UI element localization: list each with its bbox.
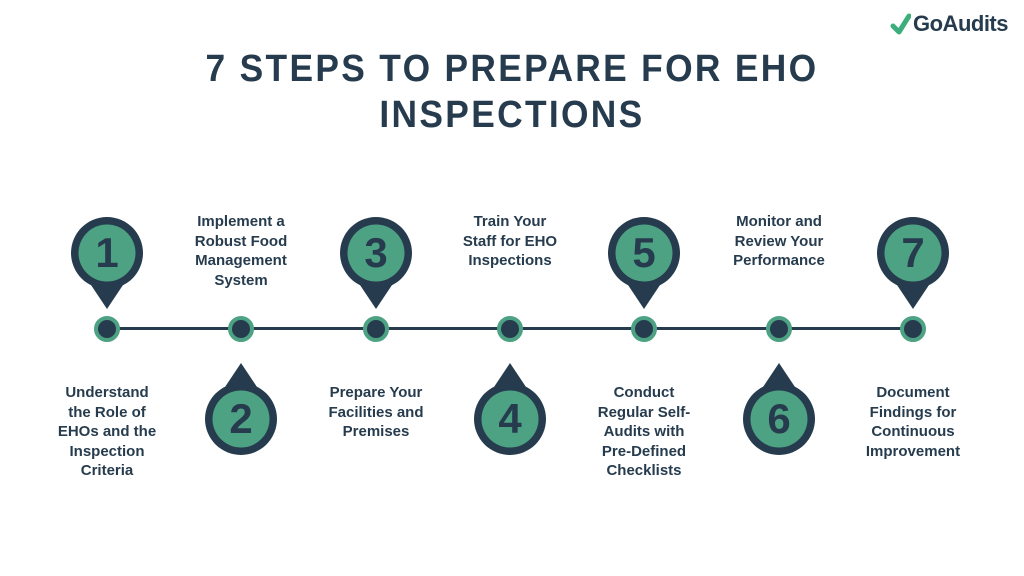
step-2-number: 2	[229, 395, 252, 442]
timeline-node-3	[363, 316, 389, 342]
timeline-node-2	[228, 316, 254, 342]
checkmark-icon	[890, 13, 911, 34]
step-4-pin-marker: 4	[474, 363, 546, 455]
page-title: 7 STEPS TO PREPARE FOR EHO INSPECTIONS	[36, 46, 988, 138]
timeline-node-6	[766, 316, 792, 342]
step-5-pin-marker: 5	[608, 217, 680, 309]
step-6-label: Monitor and Review Your Performance	[733, 213, 825, 269]
step-5-number: 5	[632, 229, 655, 276]
step-7-label: Document Findings for Continuous Improve…	[865, 384, 961, 460]
timeline-node-1	[94, 316, 120, 342]
timeline-node-7	[900, 316, 926, 342]
step-3-number: 3	[364, 229, 387, 276]
step-2-label: Implement a Robust Food Management Syste…	[194, 213, 288, 289]
step-1-number: 1	[95, 229, 118, 276]
step-4-label: Train Your Staff for EHO Inspections	[462, 213, 558, 269]
step-3-pin-marker: 3	[340, 217, 412, 309]
step-5-label: Conduct Regular Self- Audits with Pre-De…	[597, 384, 691, 479]
timeline-node-5	[631, 316, 657, 342]
step-1-pin-marker: 1	[71, 217, 143, 309]
step-2-pin-marker: 2	[205, 363, 277, 455]
step-4-number: 4	[498, 395, 522, 442]
page-title-line2: INSPECTIONS	[379, 94, 645, 136]
goaudits-logo: GoAudits	[890, 11, 1009, 37]
page-title-line1: 7 STEPS TO PREPARE FOR EHO	[205, 48, 819, 90]
step-7-number: 7	[901, 229, 924, 276]
timeline-node-4	[497, 316, 523, 342]
step-7-pin-marker: 7	[877, 217, 949, 309]
step-6-number: 6	[767, 395, 790, 442]
step-1-label: Understand the Role of EHOs and the Insp…	[57, 384, 157, 479]
step-6-pin-marker: 6	[743, 363, 815, 455]
logo-wordmark: GoAudits	[913, 11, 1009, 36]
step-3-label: Prepare Your Facilities and Premises	[328, 384, 424, 440]
